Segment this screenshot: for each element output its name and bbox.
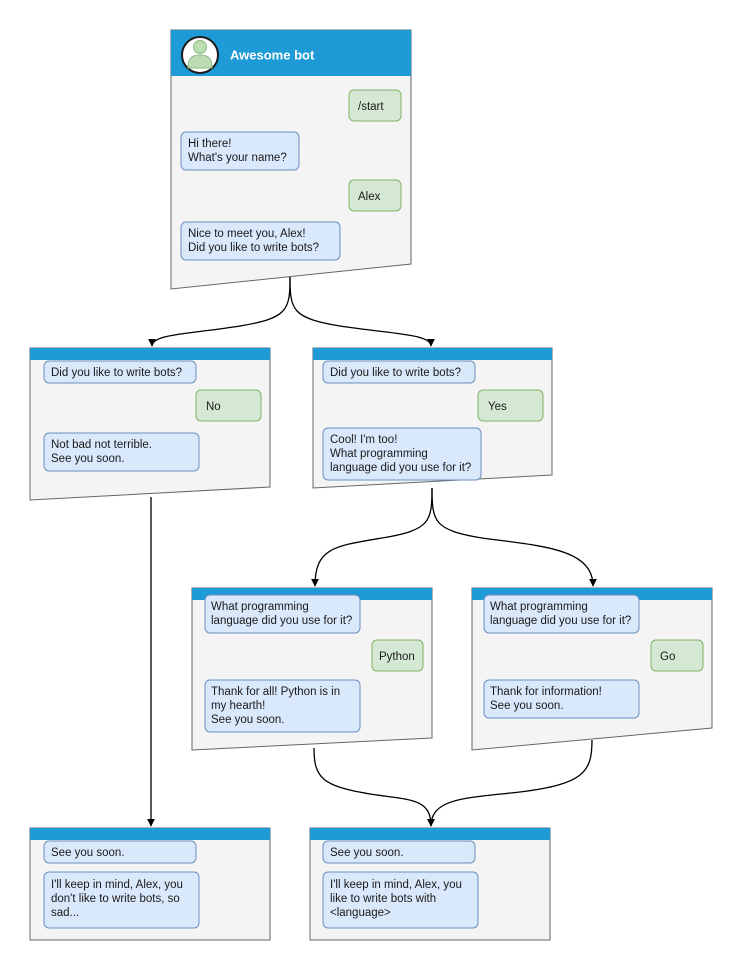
node-no-branch[interactable]: Did you like to write bots? No Not bad n… [29,347,271,501]
message-bubble-in: Not bad not terrible. See you soon. [43,432,200,472]
bubble-line: /start [358,101,384,113]
bubble-line: language did you use for it? [490,615,631,627]
message-bubble-in: Hi there! What's your name? [180,131,300,171]
bubble-line: See you soon. [51,453,125,465]
bubble-line: What's your name? [188,152,287,164]
edge-go-to-end-yes [427,739,593,827]
edge-root-to-yes [289,276,435,347]
message-bubble-in: Cool! I'm too! What programming language… [322,427,482,481]
edge-python-to-end-yes [313,747,435,827]
node-go-branch[interactable]: What programming language did you use fo… [471,587,713,751]
bubble-line: I'll keep in mind, Alex, you [51,879,183,891]
bubble-line: Did you like to write bots? [330,367,461,379]
bubble-line: Not bad not terrible. [51,439,152,451]
node-yes-branch-header [313,348,552,360]
message-bubble-out: /start [348,89,402,122]
message-bubble-in: Did you like to write bots? [322,360,476,384]
node-root-header [171,30,411,76]
message-bubble-in: See you soon. [43,840,197,864]
bubble-line: What programming [490,601,588,613]
bubble-line: Python [379,651,415,663]
bubble-line: Hi there! [188,138,231,150]
bubble-line: Thank for all! Python is in [211,686,340,698]
edge-root-to-no [148,276,291,347]
bubble-line: What programming [211,601,309,613]
bubble-line: language did you use for it? [330,462,471,474]
node-end-yes-header [310,828,550,840]
user-avatar-icon [181,36,219,74]
bubble-line: sad... [51,907,79,919]
bubble-line: <language> [330,907,391,919]
message-bubble-in: What programming language did you use fo… [204,594,361,634]
bubble-line: don't like to write bots, so [51,893,180,905]
bubble-line: Alex [358,191,381,203]
bubble-line: See you soon. [490,700,564,712]
message-bubble-in: I'll keep in mind, Alex, you like to wri… [322,871,479,929]
bubble-line: Go [660,651,675,663]
bubble-line: language did you use for it? [211,615,352,627]
message-bubble-out: Alex [348,179,402,212]
bubble-line: my hearth! [211,700,265,712]
bubble-line: I'll keep in mind, Alex, you [330,879,462,891]
bubble-line: Cool! I'm too! [330,434,397,446]
message-bubble-in: See you soon. [322,840,476,864]
bubble-line: like to write bots with [330,893,436,905]
message-bubble-out: No [195,389,262,422]
edge-yes-to-go [431,487,597,587]
node-end-no-header [30,828,270,840]
message-bubble-in: Thank for all! Python is in my hearth! S… [204,679,361,733]
bubble-line: See you soon. [330,847,404,859]
node-root[interactable]: Awesome bot /start Hi there! What's your… [170,29,412,290]
connectors-layer [147,276,597,827]
bubble-line: See you soon. [51,847,125,859]
node-python-branch[interactable]: What programming language did you use fo… [191,587,433,751]
message-bubble-in: I'll keep in mind, Alex, you don't like … [43,871,200,929]
bubble-line: See you soon. [211,714,285,726]
node-no-branch-header [30,348,270,360]
bubble-line: Yes [488,401,507,413]
bubble-line: Did you like to write bots? [51,367,182,379]
bubble-line: Nice to meet you, Alex! [188,228,306,240]
message-bubble-out: Yes [477,389,544,422]
bubble-line: Did you like to write bots? [188,242,319,254]
node-end-no[interactable]: See you soon. I'll keep in mind, Alex, y… [29,827,271,941]
message-bubble-out: Go [650,639,704,672]
message-bubble-in: What programming language did you use fo… [483,594,640,634]
edge-yes-to-python [311,487,433,587]
node-end-yes[interactable]: See you soon. I'll keep in mind, Alex, y… [309,827,551,941]
message-bubble-in: Thank for information! See you soon. [483,679,640,719]
bubble-line: Thank for information! [490,686,602,698]
bubble-line: No [206,401,221,413]
message-bubble-in: Did you like to write bots? [43,360,197,384]
node-yes-branch[interactable]: Did you like to write bots? Yes Cool! I'… [312,347,553,489]
message-bubble-in: Nice to meet you, Alex! Did you like to … [180,221,341,261]
bubble-line: What programming [330,448,428,460]
node-root-title: Awesome bot [230,47,315,62]
message-bubble-out: Python [371,639,424,672]
